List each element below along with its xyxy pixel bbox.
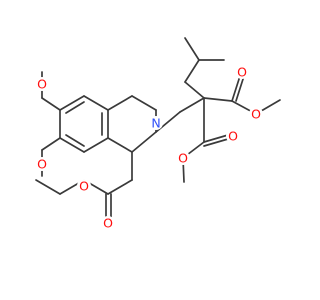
bond xyxy=(184,59,200,83)
bond xyxy=(184,37,200,61)
atom-o-upper-ester-carbonyl: O xyxy=(235,65,249,80)
bond xyxy=(65,134,85,147)
bond xyxy=(231,75,241,102)
bond xyxy=(184,81,205,99)
atom-label: N xyxy=(151,116,160,131)
bond xyxy=(41,137,61,151)
atom-o-methoxy-bottom: O xyxy=(35,157,49,172)
bond xyxy=(83,95,109,111)
atom-label: O xyxy=(228,129,238,144)
atom-o-lower-ester-ether: O xyxy=(176,151,190,166)
bond xyxy=(131,131,157,153)
bond xyxy=(59,137,85,153)
structure-diagram: O O N O O O O O xyxy=(35,37,281,231)
bond xyxy=(41,97,61,111)
atom-n-ring: N xyxy=(149,116,163,131)
bond xyxy=(59,95,85,111)
bond xyxy=(65,101,85,114)
bond xyxy=(203,134,229,143)
atom-o-ethyl-ester-ether: O xyxy=(77,179,91,194)
bond xyxy=(235,75,245,102)
atom-label: O xyxy=(37,77,47,92)
atom-o-upper-ester-ether: O xyxy=(249,107,263,122)
atom-o-methoxy-top: O xyxy=(35,77,49,92)
bond-layer xyxy=(35,37,281,221)
atom-layer: O O N O O O O O xyxy=(35,65,263,231)
bond xyxy=(179,97,205,113)
atom-label: O xyxy=(251,107,261,122)
bond xyxy=(35,179,61,195)
bond xyxy=(131,95,157,111)
bond xyxy=(107,137,133,153)
atom-label: O xyxy=(178,151,188,166)
bond xyxy=(107,95,133,111)
bond xyxy=(203,97,233,102)
bond xyxy=(83,137,109,153)
atom-label: O xyxy=(37,157,47,172)
atom-o-lower-ester-carbonyl: O xyxy=(226,129,240,144)
bond xyxy=(107,179,133,195)
bond xyxy=(203,138,229,147)
atom-label: O xyxy=(79,179,89,194)
atom-o-ethyl-ester-carbonyl: O xyxy=(101,216,115,231)
atom-label: O xyxy=(103,216,113,231)
atom-label: O xyxy=(237,65,247,80)
